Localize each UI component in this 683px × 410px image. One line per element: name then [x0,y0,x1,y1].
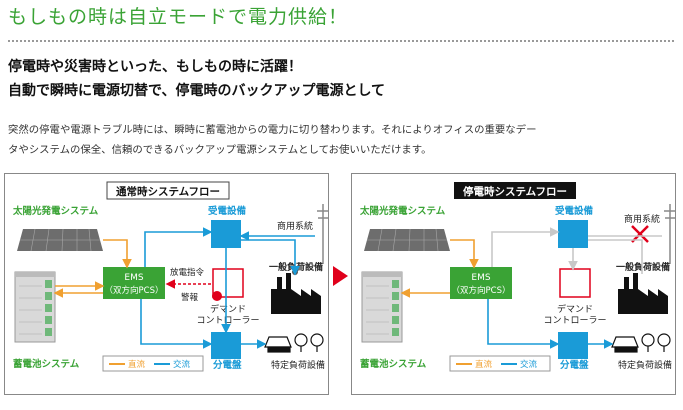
factory-icon [618,273,668,314]
solar-panel-icon [364,228,450,252]
legend-ac: 交流 [173,359,191,370]
receiving-label: 受電設備 [555,205,594,217]
distribution-box [211,332,241,359]
distribution-box [558,332,588,359]
grid-label: 商用系統 [624,213,660,225]
receiving-box [211,220,241,248]
distribution-label: 分電盤 [213,359,242,371]
ems-label: EMS [471,273,490,283]
description-line-1: 突然の停電や電源トラブル時には、瞬時に蓄電池からの電力に切り替わります。それによ… [8,124,537,136]
utility-pole-icon [317,204,329,264]
demand-label-2: コントローラー [543,315,606,326]
ems-box [450,267,512,299]
distribution-label: 分電盤 [560,359,589,371]
ems-sub-label: （双方向PCS） [452,285,511,296]
ems-label: EMS [124,273,143,283]
transition-arrow-icon [333,266,348,286]
alarm-label: 警報 [181,292,199,303]
receiving-label: 受電設備 [208,205,247,217]
alarm-icon [212,291,222,301]
legend-box [102,355,204,372]
utility-pole-icon [664,204,676,264]
demand-label-2: コントローラー [196,315,259,326]
battery-cabinet-icon [361,271,403,343]
receiving-box [558,220,588,248]
discharge-command-label: 放電指令 [170,267,205,278]
legend-dc: 直流 [475,359,493,370]
solar-label: 太陽光発電システム [13,205,99,217]
legend-dc: 直流 [128,359,146,370]
specific-load-label: 特定負荷設備 [271,359,325,371]
page-title: もしもの時は自立モードで電力供給！ [8,6,349,28]
description-line-2: タやシステムの保全、信頼のできるバックアップ電源システムとしてお使いいただけます… [8,144,432,156]
normal-title: 通常時システムフロー [116,185,220,198]
battery-label: 蓄電池システム [13,358,80,370]
subtitle-line-1: 停電時や災害時といった、もしもの時に活躍！ [8,59,302,75]
demand-label-1: デマンド [210,303,246,315]
outage-flow-panel: 停電時システムフロー 太陽光発電システム 蓄電池システム EMS （双方向PCS… [351,173,676,395]
dotted-divider [8,40,674,42]
outage-title-box [454,182,576,199]
specific-load-label: 特定負荷設備 [618,359,672,371]
outage-title: 停電時システムフロー [463,185,567,198]
legend-box [449,355,551,372]
legend-ac: 交流 [520,359,538,370]
specific-load-icons [264,333,324,353]
battery-cabinet-icon [14,271,56,343]
specific-load-icons [611,333,671,353]
subtitle-line-2: 自動で瞬時に電源切替で、停電時のバックアップ電源として [8,83,386,99]
normal-flow-panel: 通常時システムフロー 太陽光発電システム 蓄電池システム EMS （双方向PCS… [4,173,329,395]
demand-label-1: デマンド [557,303,593,315]
ems-sub-label: （双方向PCS） [105,285,164,296]
battery-label: 蓄電池システム [360,358,427,370]
ems-box [103,267,165,299]
solar-label: 太陽光発電システム [360,205,446,217]
demand-controller-box [559,268,591,298]
general-load-label: 一般負荷設備 [616,261,670,273]
grid-label: 商用系統 [277,220,313,232]
normal-title-box [106,181,230,200]
solar-panel-icon [17,228,103,252]
